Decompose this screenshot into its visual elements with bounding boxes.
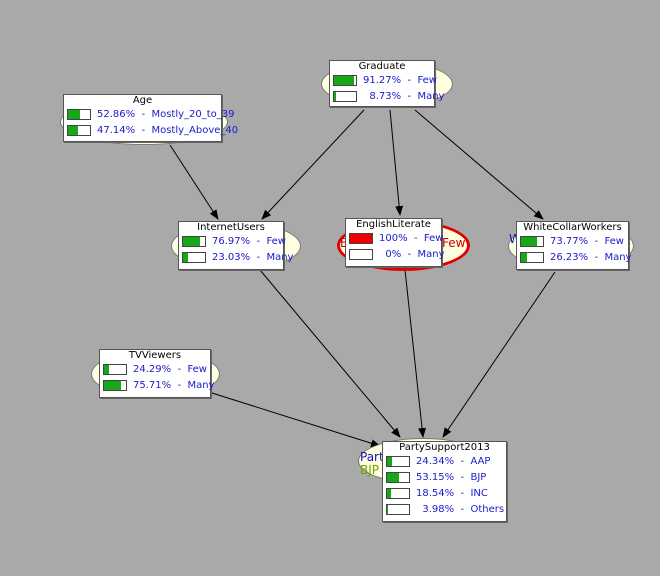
state-row[interactable]: 52.86% - Mostly_20_to_39	[64, 107, 235, 123]
probability-bar	[386, 456, 410, 467]
probability-bar	[386, 488, 410, 499]
edge-age-internetusers	[169, 144, 219, 220]
edge-graduate-whitecollarworkers	[414, 109, 544, 220]
state-label: 52.86% - Mostly_20_to_39	[97, 109, 235, 120]
state-label: 24.29% - Few	[133, 364, 207, 375]
state-row[interactable]: 91.27% - Few	[330, 73, 437, 89]
state-label: 53.15% - BJP	[416, 472, 487, 483]
edge-graduate-englishliterate	[389, 109, 404, 216]
partysupport2013-ghost-bottom: BJP	[360, 463, 380, 477]
node-title: WhiteCollarWorkers	[523, 222, 622, 233]
probability-bar	[182, 236, 206, 247]
state-row[interactable]: 8.73% - Many	[330, 89, 444, 105]
whitecollarworkers-ghost-left: W	[509, 232, 521, 246]
state-label: 73.77% - Few	[550, 236, 624, 247]
state-label: 100% - Few	[379, 233, 444, 244]
node-partysupport2013[interactable]: PartySupport2013 24.34% - AAP 53.15% - B…	[382, 441, 507, 522]
state-row[interactable]: 47.14% - Mostly_Above_40	[64, 123, 238, 139]
state-label: 26.23% - Many	[550, 252, 632, 263]
state-row[interactable]: 73.77% - Few	[517, 234, 628, 250]
state-label: 8.73% - Many	[363, 91, 445, 102]
state-row[interactable]: 53.15% - BJP	[383, 470, 506, 486]
edge-internetusers-partysupport2013	[259, 269, 401, 438]
state-row[interactable]: 24.34% - AAP	[383, 454, 506, 470]
state-row[interactable]: 26.23% - Many	[517, 250, 632, 266]
probability-bar	[67, 109, 91, 120]
probability-bar	[67, 125, 91, 136]
probability-bar	[386, 472, 410, 483]
probability-bar	[349, 249, 373, 260]
state-row[interactable]: 100% - Few	[346, 231, 444, 247]
node-tvviewers[interactable]: TVViewers 24.29% - Few 75.71% - Many	[99, 349, 214, 398]
node-age[interactable]: Age 52.86% - Mostly_20_to_39 47.14% - Mo…	[63, 94, 238, 142]
state-row[interactable]: 3.98% - Others	[383, 502, 506, 518]
state-label: 47.14% - Mostly_Above_40	[97, 125, 239, 136]
probability-bar	[182, 252, 206, 263]
englishliterate-ghost-few: Few	[442, 236, 466, 250]
probability-bar	[333, 91, 357, 102]
probability-bar	[520, 252, 544, 263]
probability-bar	[103, 364, 127, 375]
state-row[interactable]: 24.29% - Few	[100, 362, 210, 378]
edge-tvviewers-partysupport2013	[211, 392, 381, 448]
probability-bar	[333, 75, 357, 86]
state-row[interactable]: 75.71% - Many	[100, 378, 214, 394]
state-row[interactable]: 0% - Many	[346, 247, 445, 263]
node-title: Age	[132, 95, 153, 106]
probability-bar	[520, 236, 544, 247]
node-title: InternetUsers	[197, 222, 265, 233]
edge-englishliterate-partysupport2013	[404, 269, 427, 438]
englishliterate-ghost-left: E	[340, 236, 348, 250]
probability-bar	[386, 504, 410, 515]
state-label: 75.71% - Many	[133, 380, 215, 391]
state-row[interactable]: 23.03% - Many	[179, 250, 293, 266]
state-row[interactable]: 18.54% - INC	[383, 486, 506, 502]
probability-bar	[103, 380, 127, 391]
node-title: PartySupport2013	[399, 442, 490, 453]
node-internetusers[interactable]: InternetUsers 76.97% - Few 23.03% - Many	[178, 221, 293, 270]
node-title: EnglishLiterate	[356, 219, 431, 230]
partysupport2013-ghost-top: Part	[360, 450, 384, 464]
state-label: 0% - Many	[379, 249, 445, 260]
state-label: 91.27% - Few	[363, 75, 437, 86]
state-label: 76.97% - Few	[212, 236, 286, 247]
node-englishliterate[interactable]: EnglishLiterate 100% - Few 0% - Many	[345, 218, 445, 267]
node-graduate[interactable]: Graduate 91.27% - Few 8.73% - Many	[329, 60, 444, 107]
edge-whitecollarworkers-partysupport2013	[442, 271, 556, 438]
node-title: Graduate	[358, 61, 406, 72]
state-label: 3.98% - Others	[416, 504, 505, 515]
probability-bar	[349, 233, 373, 244]
state-label: 18.54% - INC	[416, 488, 488, 499]
state-row[interactable]: 76.97% - Few	[179, 234, 286, 250]
edge-graduate-internetusers	[261, 109, 365, 220]
state-label: 23.03% - Many	[212, 252, 294, 263]
state-label: 24.34% - AAP	[416, 456, 491, 467]
node-title: TVViewers	[128, 350, 182, 361]
node-whitecollarworkers[interactable]: WhiteCollarWorkers 73.77% - Few 26.23% -…	[516, 221, 632, 270]
